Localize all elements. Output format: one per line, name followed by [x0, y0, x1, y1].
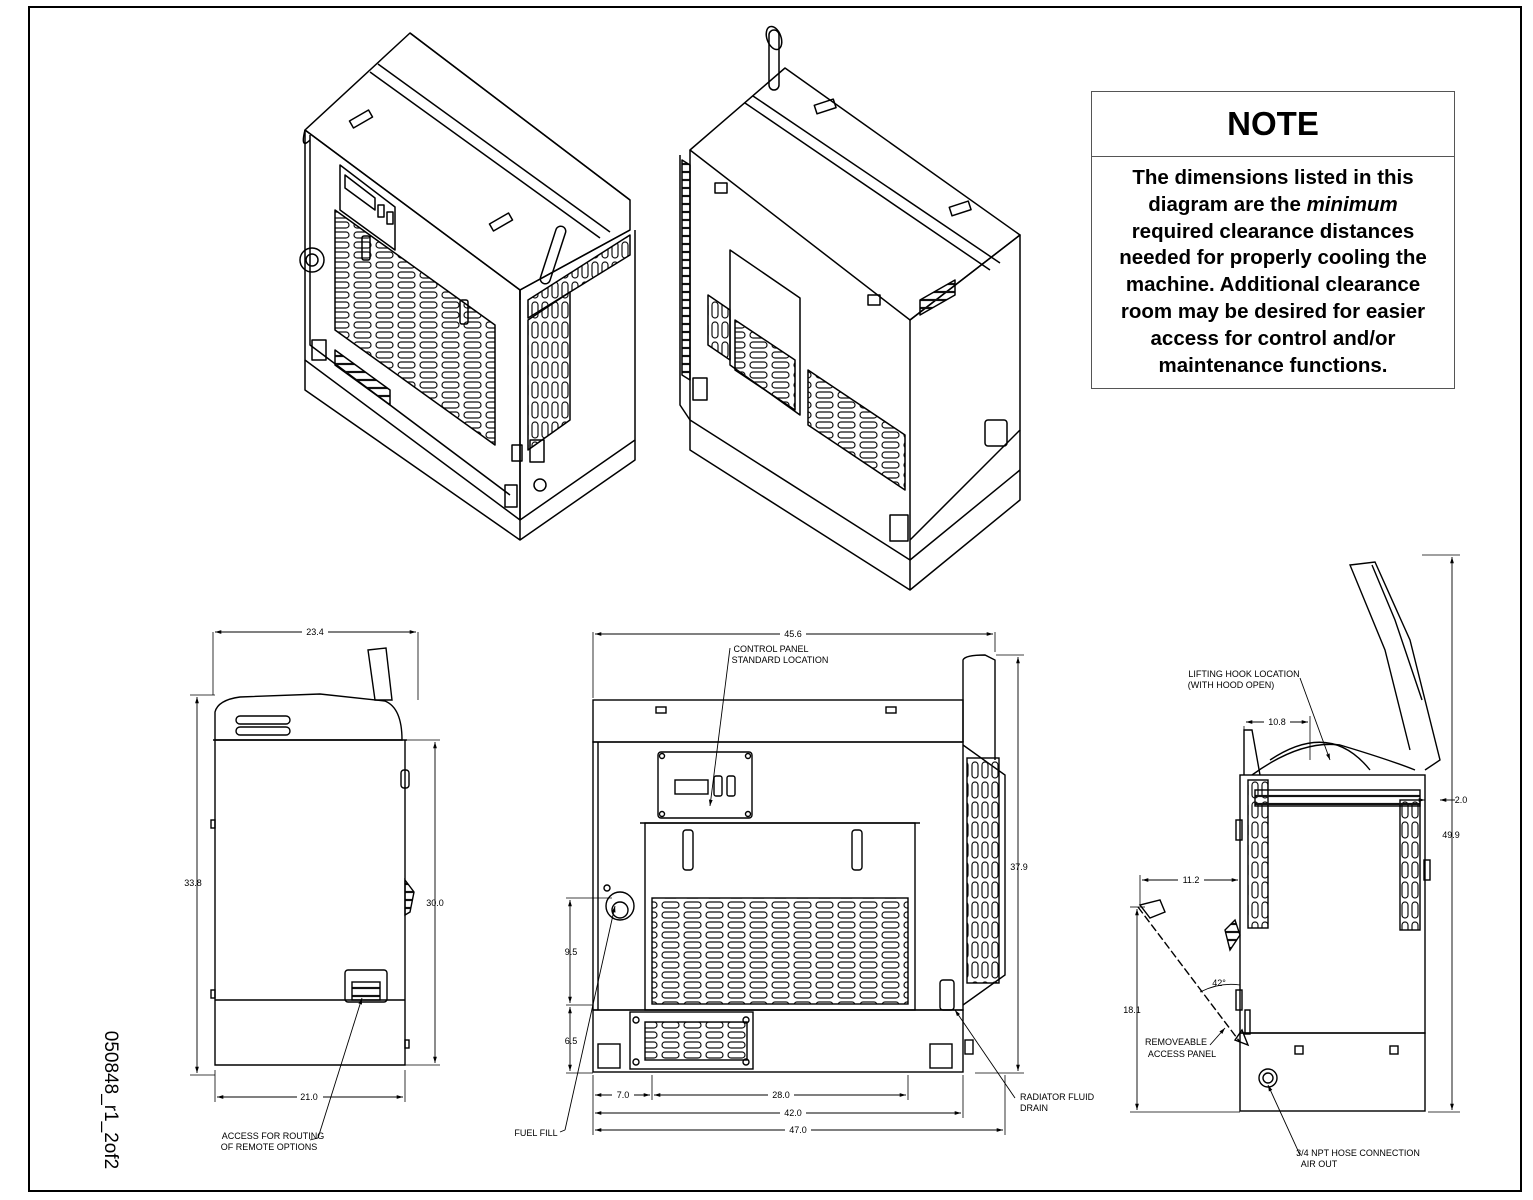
isometric-view-rear-right: [679, 25, 1021, 591]
dim-front-width-base: 42.0: [784, 1108, 802, 1118]
note-body: The dimensions listed in this diagram ar…: [1092, 157, 1454, 379]
note-text-before: The dimensions listed in this diagram ar…: [1132, 166, 1414, 216]
end-view: [1130, 554, 1460, 1156]
label-hose-1: 3/4 NPT HOSE CONNECTION: [1296, 1148, 1420, 1158]
note-text-after: required clearance distances needed for …: [1119, 219, 1427, 377]
label-access-panel-1: REMOVEABLE: [1145, 1037, 1207, 1047]
label-access-panel-2: ACCESS PANEL: [1148, 1049, 1216, 1059]
dim-side-width-top: 23.4: [306, 627, 324, 637]
side-view-labels: 23.4 33.8 30.0 21.0 ACCESS FOR ROUTING O…: [184, 626, 444, 1152]
dim-front-width-top: 45.6: [784, 629, 802, 639]
label-control-panel-1: CONTROL PANEL: [733, 644, 808, 654]
dim-front-width-overall: 47.0: [789, 1125, 807, 1135]
drawing-border: [28, 6, 1522, 1192]
dim-end-height-open: 49.9: [1442, 830, 1460, 840]
dim-front-offset: 7.0: [617, 1090, 630, 1100]
label-fuel-fill: FUEL FILL: [514, 1128, 557, 1138]
dim-side-height-body: 30.0: [426, 898, 444, 908]
note-box: NOTE The dimensions listed in this diagr…: [1091, 91, 1455, 389]
dim-end-hook: 10.8: [1268, 717, 1286, 727]
dim-end-panel-reach: 11.2: [1183, 875, 1200, 885]
label-lifting-hook-2: (WITH HOOD OPEN): [1188, 680, 1275, 690]
drawing-id: 050848_r1_2of2: [100, 1030, 121, 1170]
dim-front-inner: 28.0: [772, 1090, 790, 1100]
label-lifting-hook-1: LIFTING HOOK LOCATION: [1188, 669, 1299, 679]
dim-front-base-height: 6.5: [565, 1036, 578, 1046]
dim-side-height-overall: 33.8: [184, 878, 202, 888]
dim-side-width-base: 21.0: [300, 1092, 318, 1102]
end-view-labels: LIFTING HOOK LOCATION (WITH HOOD OPEN) 1…: [1123, 669, 1467, 1169]
dim-end-height-panel: 18.1: [1123, 1005, 1141, 1015]
dim-front-height: 37.9: [1010, 862, 1028, 872]
dim-front-fuel-height: 9.5: [565, 947, 578, 957]
front-view: [559, 632, 1024, 1135]
dim-end-angle: 42°: [1212, 978, 1226, 988]
note-text-emphasis: minimum: [1306, 192, 1398, 216]
label-access-routing-2: OF REMOTE OPTIONS: [221, 1142, 318, 1152]
dim-end-right: 2.0: [1455, 795, 1468, 805]
label-access-routing-1: ACCESS FOR ROUTING: [222, 1131, 325, 1141]
side-view: [190, 630, 440, 1141]
front-view-labels: 45.6 37.9 9.5 6.5 7.0 28.0 42.0 47.0 CON…: [514, 628, 1095, 1138]
label-radiator-2: DRAIN: [1020, 1103, 1048, 1113]
label-control-panel-2: STANDARD LOCATION: [732, 655, 829, 665]
isometric-view-front-left: [299, 32, 636, 541]
note-title: NOTE: [1092, 92, 1454, 157]
label-hose-2: AIR OUT: [1301, 1159, 1338, 1169]
label-radiator-1: RADIATOR FLUID: [1020, 1092, 1095, 1102]
